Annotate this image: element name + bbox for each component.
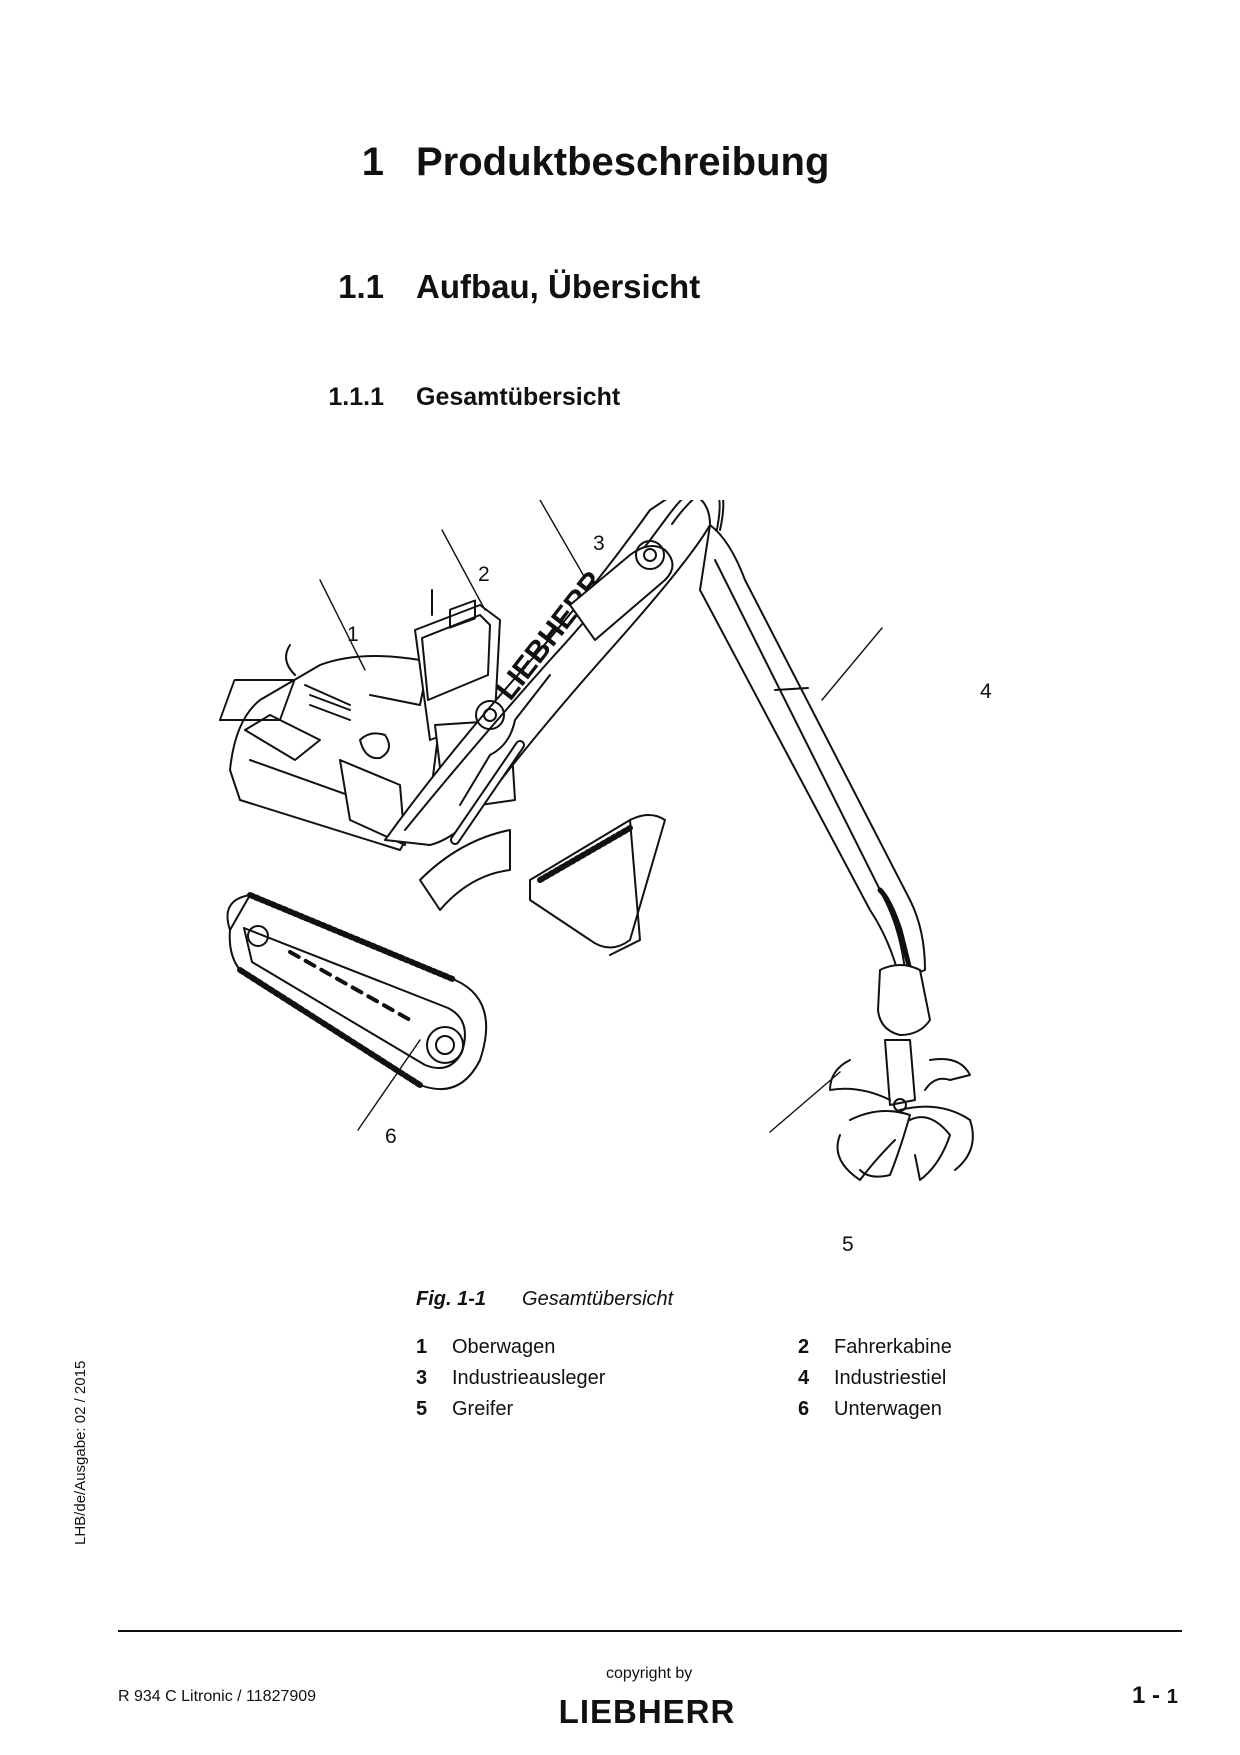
copyright-text: copyright by — [606, 1665, 693, 1682]
callout-6: 6 — [385, 1125, 397, 1148]
leader-line-1 — [319, 579, 366, 671]
edition-note: LHB/de/Ausgabe: 02 / 2015 — [72, 1360, 89, 1545]
page-number: 1 - 1 — [1132, 1682, 1178, 1709]
callout-4: 4 — [980, 680, 992, 703]
callout-3: 3 — [593, 532, 605, 555]
leader-line-5 — [769, 1071, 841, 1133]
figure-label: Fig. 1-1 — [416, 1288, 487, 1310]
subsection-number: 1.1.1 — [328, 383, 384, 411]
footer-divider — [118, 1630, 1182, 1632]
leader-line-4 — [821, 627, 883, 701]
subsection-title: Gesamtübersicht — [416, 383, 621, 411]
left-track — [226, 892, 488, 1090]
section-title: Aufbau, Übersicht — [416, 268, 701, 305]
right-track — [529, 814, 666, 956]
liebherr-logo: LIEBHERR — [559, 1694, 736, 1728]
grapple — [829, 964, 974, 1181]
document-reference: R 934 C Litronic / 11827909 — [118, 1688, 317, 1705]
callout-1: 1 — [347, 623, 359, 646]
callout-5: 5 — [842, 1233, 854, 1256]
excavator-illustration: LIEBHERR — [218, 500, 974, 1181]
svg-text:LIEBHERR: LIEBHERR — [559, 1694, 736, 1728]
industrial-stick — [699, 524, 926, 981]
figure-title: Gesamtübersicht — [522, 1288, 674, 1310]
chapter-title: Produktbeschreibung — [416, 140, 830, 184]
leader-line-6 — [357, 1039, 421, 1131]
section-number: 1.1 — [338, 268, 384, 305]
callout-2: 2 — [478, 563, 490, 586]
figure-caption: Fig. 1-1 Gesamtübersicht — [416, 1288, 673, 1311]
chapter-number: 1 — [361, 140, 384, 184]
leader-line-2 — [441, 529, 486, 611]
leader-line-3 — [539, 500, 586, 579]
upper-carriage — [218, 644, 441, 851]
